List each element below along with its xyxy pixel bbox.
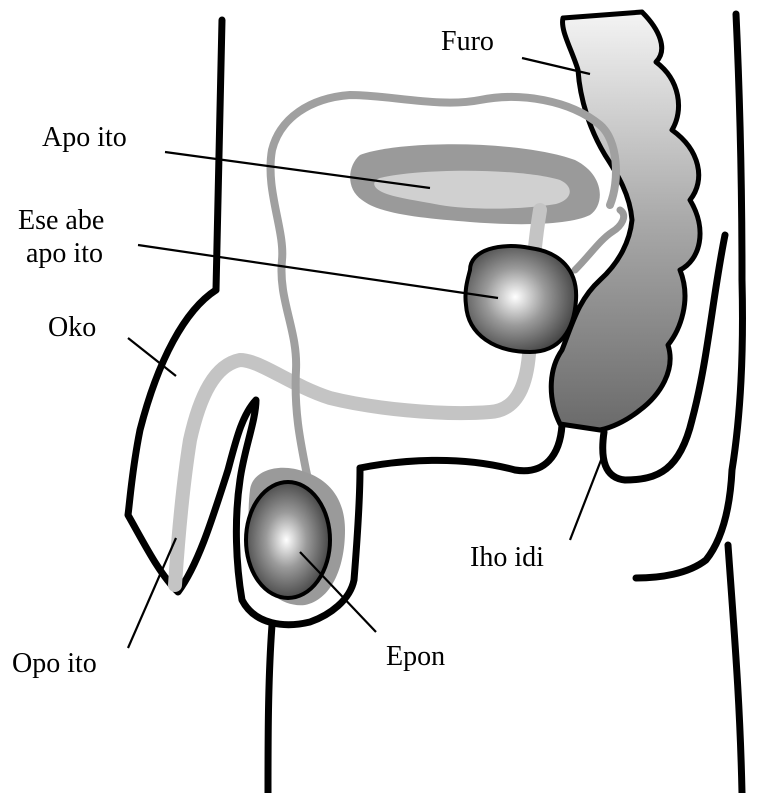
label-ese-abe-line2: apo ito (26, 238, 103, 269)
label-furo: Furo (441, 26, 494, 57)
label-epon: Epon (386, 641, 445, 672)
label-apo-ito: Apo ito (42, 122, 127, 153)
label-iho-idi: Iho idi (470, 542, 544, 573)
bladder (350, 144, 600, 224)
label-opo-ito: Opo ito (12, 648, 97, 679)
label-oko: Oko (48, 312, 96, 343)
label-ese-abe-line1: Ese abe (18, 205, 104, 236)
prostate (465, 246, 576, 352)
